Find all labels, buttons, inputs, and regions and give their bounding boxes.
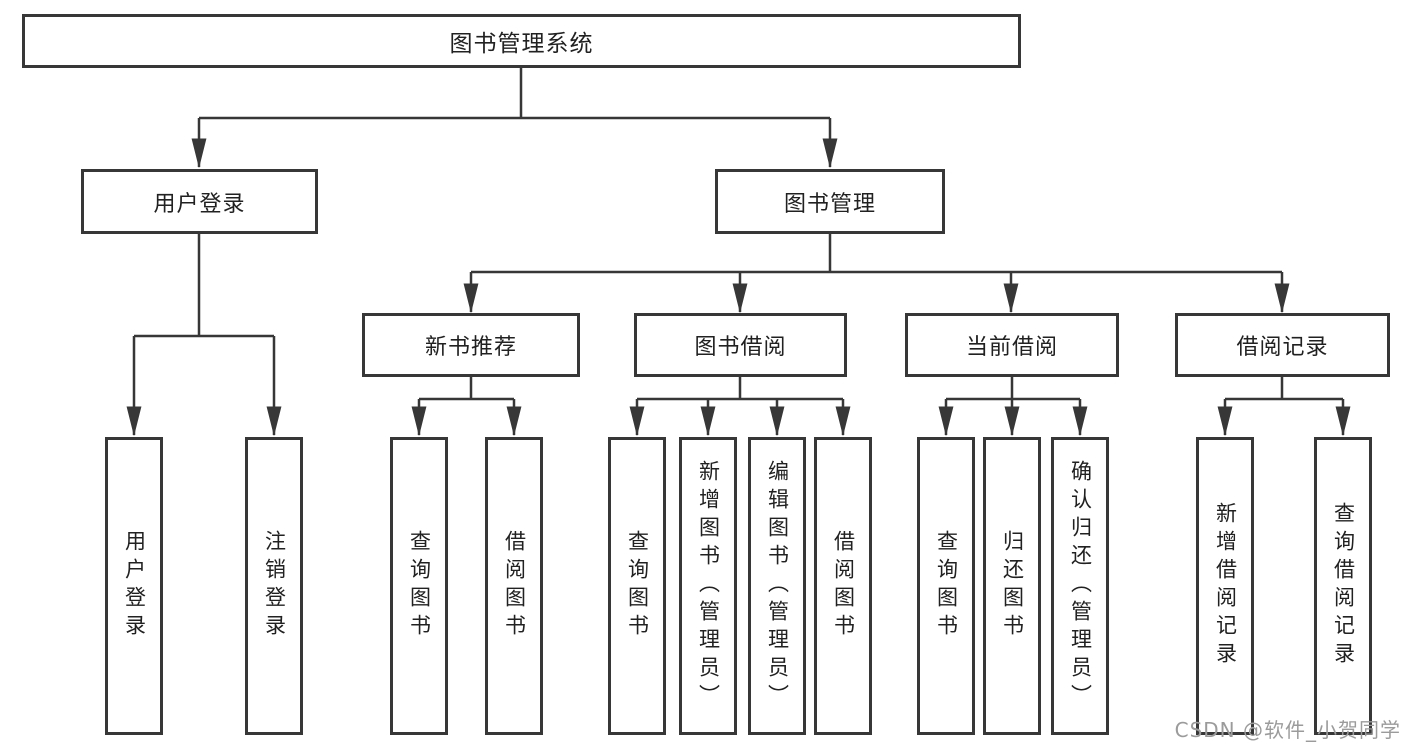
- leaf-query-borrow-record: 查询借阅记录: [1314, 437, 1372, 735]
- node-new-book-recommend: 新书推荐: [362, 313, 580, 377]
- leaf-user-login: 用户登录: [105, 437, 163, 735]
- node-label: 查询图书: [934, 530, 959, 642]
- node-label: 用户登录: [153, 191, 246, 217]
- node-label: 当前借阅: [965, 335, 1058, 360]
- node-current-borrow: 当前借阅: [905, 313, 1119, 377]
- node-label: 借阅图书: [502, 530, 527, 642]
- node-label: 注销登录: [262, 530, 287, 642]
- leaf-query-books-borrow: 查询图书: [608, 437, 666, 735]
- leaf-add-books-admin: 新增图书（管理员）: [679, 437, 737, 735]
- node-root-library-management-system: 图书管理系统: [22, 14, 1021, 68]
- node-label: 查询借阅记录: [1331, 502, 1356, 670]
- node-label: 新书推荐: [424, 335, 517, 360]
- node-borrow-records: 借阅记录: [1175, 313, 1390, 377]
- node-book-borrow: 图书借阅: [634, 313, 847, 377]
- node-label: 新增借阅记录: [1213, 502, 1238, 670]
- node-label: 用户登录: [122, 530, 147, 642]
- node-book-management: 图书管理: [715, 169, 945, 234]
- leaf-add-borrow-record: 新增借阅记录: [1196, 437, 1254, 735]
- node-label: 编辑图书（管理员）: [765, 460, 790, 712]
- node-label: 图书管理: [783, 191, 876, 217]
- leaf-edit-books-admin: 编辑图书（管理员）: [748, 437, 806, 735]
- node-label: 借阅图书: [831, 530, 856, 642]
- leaf-borrow-books-recommend: 借阅图书: [485, 437, 543, 735]
- node-label: 查询图书: [407, 530, 432, 642]
- leaf-confirm-return-admin: 确认归还（管理员）: [1051, 437, 1109, 735]
- node-label: 确认归还（管理员）: [1068, 460, 1093, 712]
- leaf-query-books-recommend: 查询图书: [390, 437, 448, 735]
- node-user-login: 用户登录: [81, 169, 318, 234]
- node-label: 图书管理系统: [449, 31, 594, 57]
- leaf-query-books-current: 查询图书: [917, 437, 975, 735]
- csdn-watermark: CSDN @软件_小贺同学: [1174, 718, 1401, 742]
- leaf-borrow-books: 借阅图书: [814, 437, 872, 735]
- leaf-return-books: 归还图书: [983, 437, 1041, 735]
- node-label: 图书借阅: [694, 335, 787, 360]
- node-label: 查询图书: [625, 530, 650, 642]
- node-label: 归还图书: [1000, 530, 1025, 642]
- node-label: 新增图书（管理员）: [696, 460, 721, 712]
- leaf-logout: 注销登录: [245, 437, 303, 735]
- node-label: 借阅记录: [1236, 335, 1329, 360]
